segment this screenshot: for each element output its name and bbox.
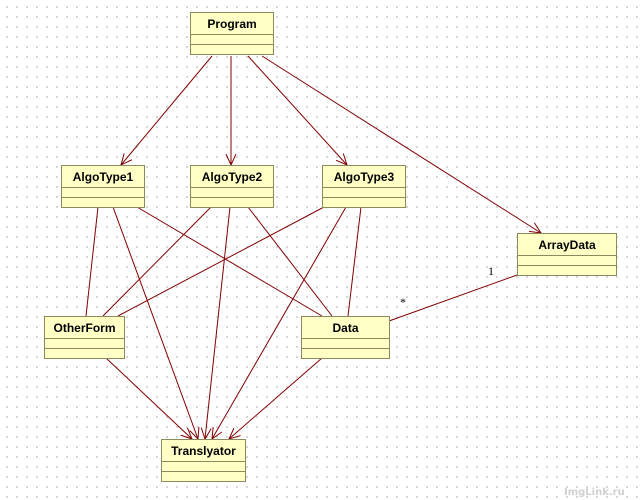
edge-algotype3-data — [347, 206, 362, 317]
class-name: ArrayData — [538, 238, 596, 252]
edge-algotype1-otherform — [85, 206, 99, 317]
class-box — [161, 439, 246, 482]
edge-algotype1-translyator — [112, 206, 198, 439]
class-box — [322, 165, 406, 208]
class-algotype3[interactable]: AlgoType3 — [322, 165, 406, 208]
class-box — [517, 233, 617, 276]
class-box — [44, 316, 125, 359]
edge-data-translyator — [229, 357, 323, 439]
edges-layer — [85, 55, 541, 439]
class-box — [301, 316, 390, 359]
class-name: Program — [207, 17, 256, 31]
class-algotype1[interactable]: AlgoType1 — [61, 165, 145, 208]
class-name: AlgoType2 — [202, 170, 263, 184]
multiplicity-data: * — [400, 295, 406, 309]
class-name: Data — [332, 321, 358, 335]
class-program[interactable]: Program — [190, 12, 274, 55]
edge-algotype1-data — [136, 206, 323, 317]
edge-program-algotype1 — [121, 55, 213, 165]
labels-layer: 1* — [400, 264, 494, 309]
edge-arraydata-data — [388, 274, 518, 322]
class-translyator[interactable]: Translyator — [161, 439, 246, 482]
edge-algotype2-translyator — [205, 206, 231, 439]
edge-otherform-translyator — [105, 357, 192, 439]
class-name: Translyator — [171, 444, 236, 458]
class-name: OtherForm — [53, 321, 115, 335]
edge-program-arraydata — [261, 55, 541, 233]
class-algotype2[interactable]: AlgoType2 — [190, 165, 274, 208]
multiplicity-arraydata: 1 — [488, 264, 494, 278]
class-box — [190, 12, 274, 55]
edge-algotype3-otherform — [117, 206, 325, 317]
edge-algotype2-otherform — [102, 206, 212, 317]
watermark-text: ImgLink.ru — [564, 487, 625, 498]
class-otherform[interactable]: OtherForm — [44, 316, 125, 359]
class-name: AlgoType3 — [334, 170, 395, 184]
class-box — [61, 165, 145, 208]
class-data[interactable]: Data — [301, 316, 390, 359]
class-name: AlgoType1 — [73, 170, 134, 184]
class-arraydata[interactable]: ArrayData — [517, 233, 617, 276]
edge-algotype2-data — [247, 206, 333, 317]
class-box — [190, 165, 274, 208]
edge-program-algotype3 — [247, 55, 347, 165]
edge-algotype3-translyator — [212, 206, 347, 439]
